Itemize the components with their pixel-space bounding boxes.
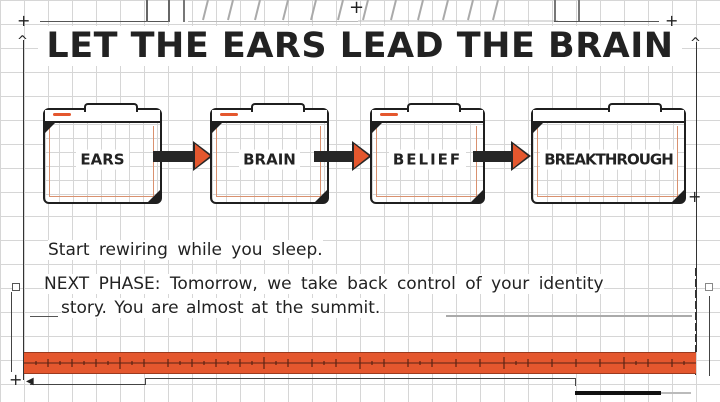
subtitle-text: Start rewiring while you sleep. (48, 240, 323, 260)
flow-step-breakthrough: BREAKTHROUGH (531, 103, 686, 204)
left-arrowhead-icon: ◀ (26, 376, 34, 387)
corner-plus-card-icon: + (688, 187, 702, 206)
left-down-arrow-line (11, 292, 12, 372)
right-guide-line (696, 42, 697, 352)
corner-mark-icon (212, 123, 222, 133)
dash-underline-left (30, 316, 58, 317)
page-title-text: LET THE EARS LEAD THE BRAIN (38, 26, 682, 66)
card-header (533, 110, 684, 123)
accent-bar (53, 113, 71, 116)
flow-step-belief: BELIEF (370, 103, 485, 204)
corner-mark-icon (672, 190, 684, 202)
up-arrow-left-icon: ^ (17, 34, 28, 49)
square-marker-left-icon (12, 283, 20, 291)
bottom-right-bold-line (575, 391, 661, 395)
card-header (212, 110, 327, 123)
accent-bar (380, 113, 398, 116)
flow-arrow-3 (473, 141, 533, 171)
corner-mark-icon (315, 190, 327, 202)
flow-step-ears: EARS (43, 103, 162, 204)
step-label: EARS (45, 149, 160, 170)
step-label: BELIEF (372, 149, 483, 170)
ruler-ticks-icon (24, 357, 696, 369)
right-down-arrow-line (709, 296, 710, 376)
corner-plus-top-right-icon: + (665, 11, 679, 30)
flow-arrow-1 (153, 141, 213, 171)
card-header (372, 110, 483, 123)
plus-marker-icon: + (349, 0, 365, 18)
accent-bar (220, 113, 238, 116)
up-arrow-right-icon: ^ (690, 36, 701, 51)
hatch-marks-icon (202, 0, 344, 21)
bottom-right-faded-line (661, 392, 691, 394)
card-header (45, 110, 160, 123)
corner-mark-icon (471, 190, 483, 202)
bottom-step-line (145, 378, 146, 385)
corner-mark-icon (45, 123, 55, 133)
bottom-mid-line (145, 378, 575, 379)
hatch-marks-right-icon (358, 0, 558, 22)
corner-plus-top-left-icon: + (17, 11, 31, 30)
progress-ruler (24, 352, 696, 374)
folder-tab-icon (407, 103, 461, 112)
folder-tab-icon (251, 103, 305, 112)
folder-tab-icon (84, 103, 138, 112)
bottom-step-line-2 (575, 378, 576, 386)
bottom-left-arrow-line (30, 384, 145, 385)
step-label: BREAKTHROUGH (533, 149, 684, 170)
next-phase-text-line1: NEXT PHASE: Tomorrow, we take back contr… (44, 274, 604, 294)
card-inner-frame (537, 126, 678, 197)
corner-mark-icon (372, 123, 382, 133)
top-decoration-strip: + (18, 0, 708, 24)
corner-mark-icon (148, 190, 160, 202)
left-guide-line (23, 40, 24, 380)
flow-arrow-2 (314, 141, 374, 171)
square-marker-right-icon (705, 283, 713, 291)
next-phase-text-line2: story. You are almost at the summit. (61, 298, 381, 318)
corner-plus-bottom-left-icon: + (9, 370, 23, 389)
page-title: LET THE EARS LEAD THE BRAIN (0, 26, 720, 66)
folder-tab-icon (608, 103, 662, 112)
gray-underline (446, 315, 692, 317)
step-label: BRAIN (212, 149, 327, 170)
flow-step-brain: BRAIN (210, 103, 329, 204)
corner-mark-icon (533, 123, 543, 133)
right-dashed-guide (695, 268, 696, 378)
